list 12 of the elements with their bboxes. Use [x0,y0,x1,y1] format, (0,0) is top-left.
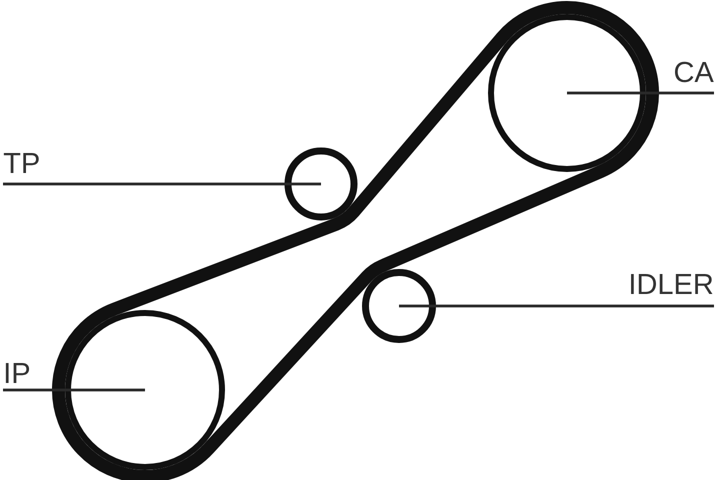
pulley-label: IDLER [631,274,712,294]
pulley [284,147,358,220]
pulley-label: CA [674,62,714,82]
pulley [488,14,646,172]
pulley [362,268,436,343]
leader-line [3,182,321,186]
leader-line [399,304,714,308]
leader-line [3,388,145,392]
pulley [65,310,225,470]
leader-line [567,92,714,94]
pulley-label: TP [4,153,39,173]
pulley-label: IP [6,363,30,383]
